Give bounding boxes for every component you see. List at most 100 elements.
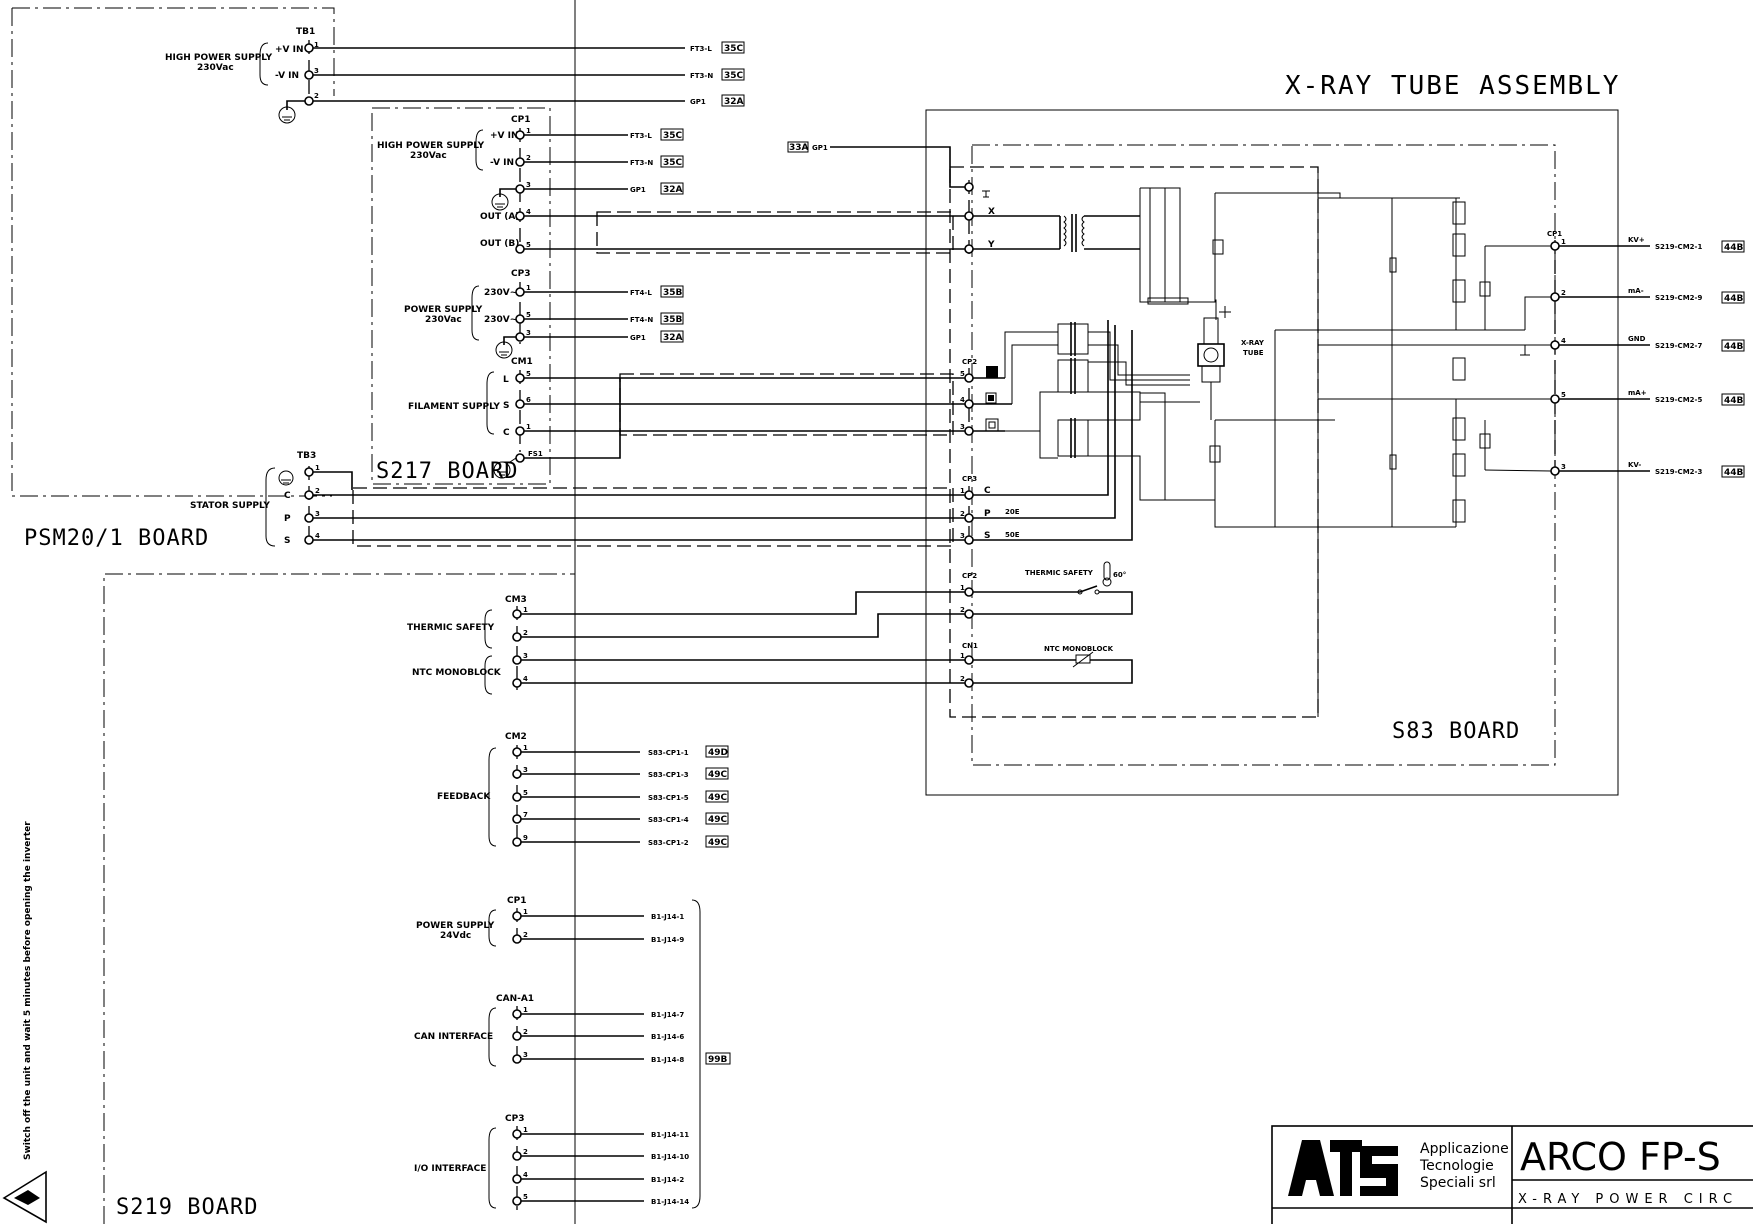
s219-cp3-pin: 4 [523, 1171, 528, 1179]
s217-cp1-group-1: HIGH POWER SUPPLY [377, 141, 485, 151]
s217-cp1-pin-label: OUT (B) [480, 239, 519, 249]
warning-text: Switch off the unit and wait 5 minutes b… [23, 821, 33, 1160]
cp1-out-signal: KV+ [1628, 236, 1645, 244]
assembly-title: X-RAY TUBE ASSEMBLY [1285, 71, 1620, 101]
tb1-pin3-label: -V IN [275, 71, 299, 81]
s83-y-label: Y [987, 240, 995, 250]
s219-board-label: S219 BOARD [116, 1195, 258, 1220]
cm2-connector: CM2 FEEDBACK 1 3 5 7 9 S83-CP1-1 S83-CP1… [437, 732, 729, 848]
cm1-pin-label: C [503, 428, 510, 438]
s217-cp3-ref: 35B [663, 315, 683, 325]
s83-cn1-pin: 2 [960, 675, 965, 683]
cp1-out-dest: S219-CM2-7 [1655, 342, 1702, 350]
s219-cp1-group-2: 24Vdc [440, 931, 471, 941]
company-line: Applicazione [1420, 1141, 1509, 1157]
s217-cp3-dest: FT4-N [630, 316, 653, 324]
title-block: Applicazione Tecnologie Speciali srl ARC… [1271, 1125, 1753, 1224]
s217-cp1-pin-label: -V IN [490, 158, 514, 168]
cm1-pin-label: S [503, 401, 509, 411]
s83-cp3-pin: 2 [960, 510, 965, 518]
cm1-pin-label: L [503, 375, 509, 385]
s217-cp3-ref: 35B [663, 288, 683, 298]
cm2-ref: 49C [708, 838, 728, 848]
cm1-pin-num: 6 [526, 396, 531, 404]
s217-cp3-ref: 32A [663, 333, 683, 343]
cm2-pin: 3 [523, 766, 528, 774]
tb1-group-1: HIGH POWER SUPPLY [165, 53, 273, 63]
cm2-pin: 5 [523, 789, 528, 797]
s219-cp1-group-1: POWER SUPPLY [416, 921, 495, 931]
cm1-pin-num: 1 [526, 423, 531, 431]
gp1-label: GP1 [812, 144, 828, 152]
s83-inputs: 33A GP1 X Y CP2 5 4 3 CP3 1 2 3 C P S 20… [787, 141, 1133, 688]
s83-internal-circuit: X-RAY TUBE [1004, 172, 1525, 717]
xray-tube-icon [1197, 306, 1231, 383]
s219-cp3-pin: 1 [523, 1126, 528, 1134]
cp1-out-dest: S219-CM2-9 [1655, 294, 1702, 302]
cp1-out-dest: S219-CM2-1 [1655, 243, 1702, 251]
s217-cp3-dest: GP1 [630, 334, 646, 342]
cm3-pin: 4 [523, 675, 528, 683]
company-logo [1288, 1140, 1398, 1196]
s83-cp3-label: P [984, 509, 991, 519]
tb3-group: STATOR SUPPLY [190, 501, 270, 511]
cm2-dest: S83-CP1-3 [648, 771, 689, 779]
s217-cp1-ref: 32A [663, 185, 683, 195]
s217-cp1-pin-num: 2 [526, 154, 531, 162]
s83-cp3-label: C [984, 486, 991, 496]
transformer-t1-icon [1063, 214, 1085, 252]
s217-cp1-group-2: 230Vac [410, 151, 447, 161]
s83-cp2-pin: 5 [960, 370, 965, 378]
cm1-pin-num: 5 [526, 370, 531, 378]
tb1-pin-num: 2 [314, 92, 319, 100]
tb1-dest: FT3-L [690, 45, 712, 53]
can-dest: B1-J14-7 [651, 1011, 684, 1019]
s83-cn1-name: CN1 [962, 642, 978, 650]
tb1-dest: FT3-N [690, 72, 713, 80]
s83-cp3-pin: 3 [960, 532, 965, 540]
s83-cp2-name: CP2 [962, 358, 977, 366]
s219-cp3-dest: B1-J14-2 [651, 1176, 684, 1184]
thermometer-icon [1102, 561, 1112, 587]
s83-cp3-note: 20E [1005, 508, 1020, 516]
s83-cp3-pin: 1 [960, 487, 965, 495]
cm3-connector: CM3 THERMIC SAFETY NTC MONOBLOCK 1 2 3 4 [407, 591, 965, 695]
tb3-name: TB3 [297, 451, 316, 461]
cm1-name: CM1 [511, 357, 533, 367]
s219-cp3-dest: B1-J14-11 [651, 1131, 689, 1139]
s219-cp1-connector: CP1 POWER SUPPLY 24Vdc 1 2 B1-J14-1 B1-J… [416, 896, 684, 947]
thermic-temp: 60° [1113, 571, 1126, 579]
s219-cp3-pin: 2 [523, 1148, 528, 1156]
cp1-out-pin: 3 [1561, 463, 1566, 471]
s217-cp3-group-2: 230Vac [425, 315, 462, 325]
can-connector: CAN-A1 CAN INTERFACE 1 2 3 B1-J14-7 B1-J… [414, 994, 731, 1067]
s219-cp1-dest: B1-J14-9 [651, 936, 684, 944]
s219-cp3-name: CP3 [505, 1114, 524, 1124]
tb1-connector: TB1 HIGH POWER SUPPLY 230Vac +V IN -V IN… [165, 27, 745, 124]
cm2-name: CM2 [505, 732, 527, 742]
can-pin: 1 [523, 1006, 528, 1014]
cm2-group: FEEDBACK [437, 792, 491, 802]
product-subtitle: X-RAY POWER CIRC [1518, 1192, 1738, 1207]
gp1-ref: 33A [789, 143, 809, 153]
s217-cp1-pin-num: 4 [526, 208, 531, 216]
s217-cp1-dest: GP1 [630, 186, 646, 194]
cp1-out-dest: S219-CM2-3 [1655, 468, 1702, 476]
can-ref: 99B [708, 1055, 728, 1065]
s217-cp3-pin-num: 1 [526, 284, 531, 292]
s217-cp1-ref: 35C [663, 158, 683, 168]
cm2-pin: 7 [523, 811, 528, 819]
s219-cp1-name: CP1 [507, 896, 526, 906]
can-dest: B1-J14-8 [651, 1056, 684, 1064]
tb1-pin-num: 1 [314, 41, 319, 49]
tube-label: X-RAY [1241, 339, 1265, 347]
cm2-ref: 49C [708, 793, 728, 803]
s83-cp2-pin: 3 [960, 423, 965, 431]
cm3-pin: 2 [523, 629, 528, 637]
cm3-name: CM3 [505, 595, 527, 605]
cp1-out-name: CP1 [1547, 230, 1562, 238]
s83-x-label: X [988, 207, 995, 217]
s217-cp3-name: CP3 [511, 269, 530, 279]
tb1-pin1-label: +V IN [275, 45, 304, 55]
s83-cp3-name: CP3 [962, 475, 977, 483]
